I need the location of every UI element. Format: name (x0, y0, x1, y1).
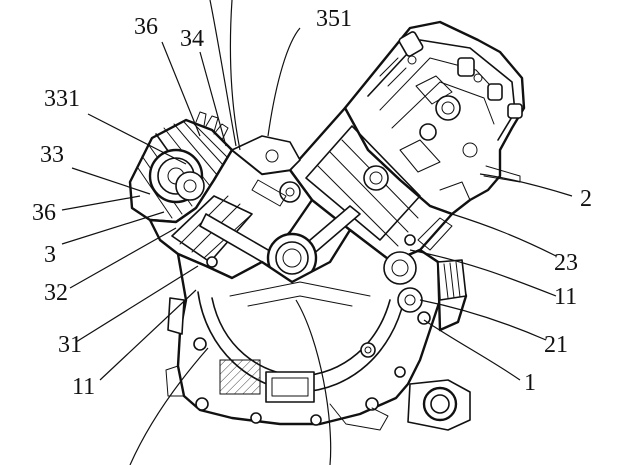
callout-36-left: 36 (32, 200, 56, 226)
callout-21: 21 (544, 332, 568, 358)
callout-331: 331 (44, 86, 80, 112)
left-cylinder-head (128, 111, 234, 224)
callout-labels: 36 34 351 331 33 36 3 32 31 11 2 23 11 2… (32, 6, 592, 400)
callout-2: 2 (580, 186, 592, 212)
leader-lines (61, 0, 573, 465)
callout-23: 23 (554, 250, 578, 276)
callout-31: 31 (58, 332, 82, 358)
callout-11-left: 11 (72, 374, 95, 400)
callout-32: 32 (44, 280, 68, 306)
callout-34: 34 (180, 26, 204, 52)
callout-33: 33 (40, 142, 64, 168)
callout-1: 1 (524, 370, 536, 396)
callout-11-right: 11 (554, 284, 577, 310)
gear-cover (383, 248, 471, 431)
callout-36-top: 36 (134, 14, 158, 40)
callout-3: 3 (44, 242, 56, 268)
callout-351: 351 (316, 6, 352, 32)
